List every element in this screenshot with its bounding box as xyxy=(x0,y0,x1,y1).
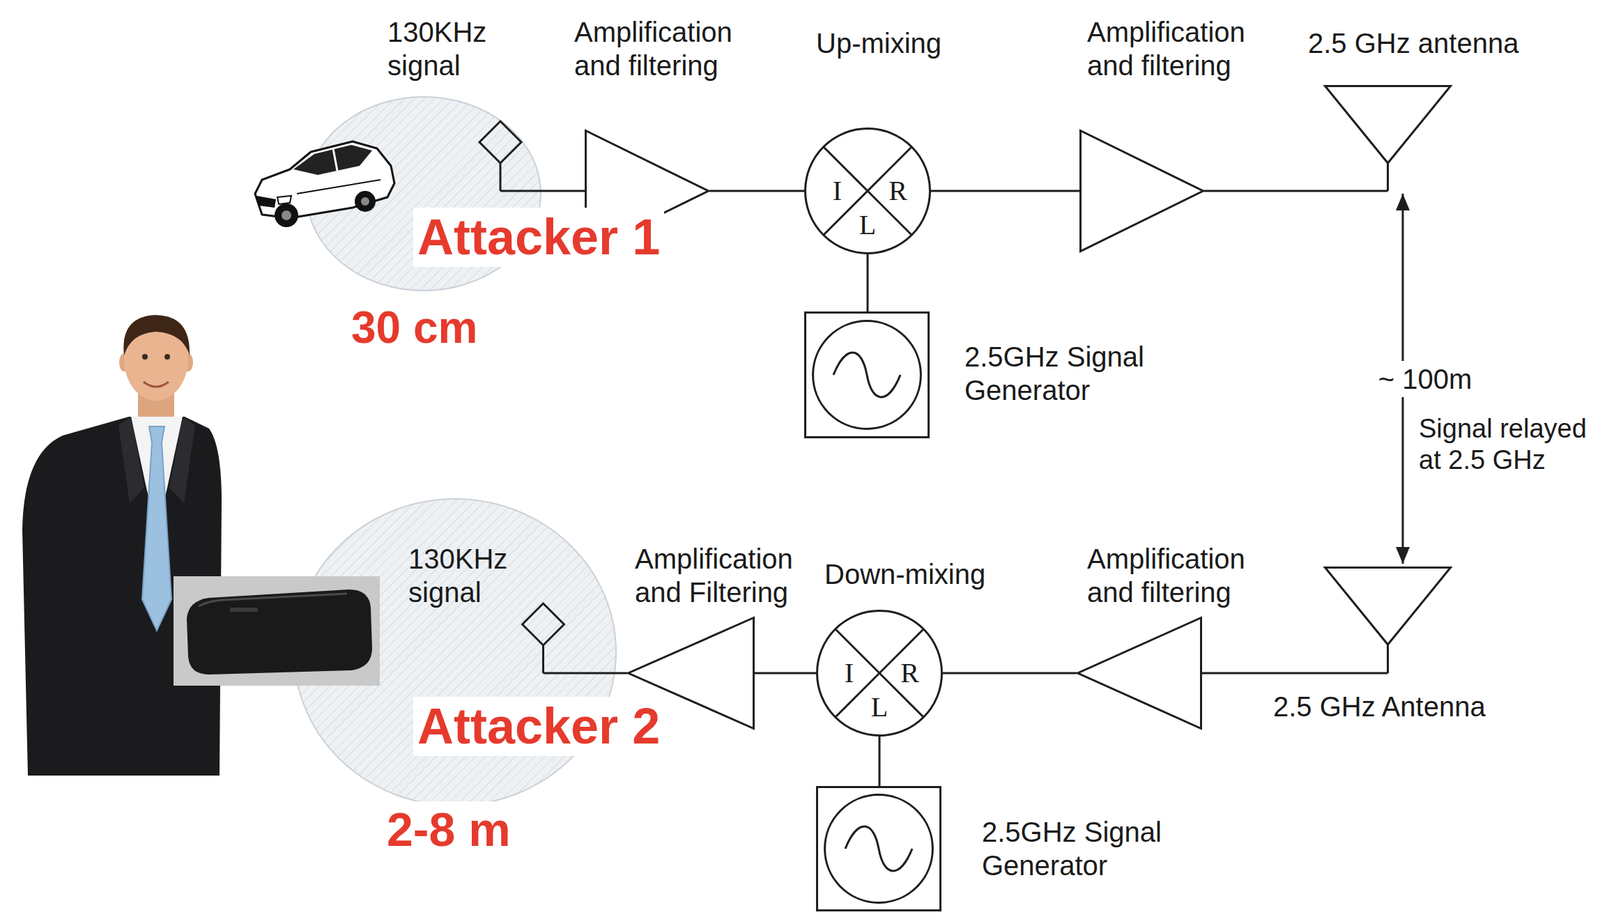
signal-wire xyxy=(1204,190,1325,192)
range-label: 2-8 m xyxy=(382,801,515,858)
shape-outline xyxy=(510,596,577,674)
antenna-feed xyxy=(500,190,532,193)
generator-outline xyxy=(805,312,929,438)
wire-line xyxy=(942,672,1077,675)
amplifier-triangle: Amplification and filtering xyxy=(1079,129,1205,253)
block-label: 130KHz signal xyxy=(387,15,506,83)
block-label: 2.5 GHz Antenna xyxy=(1273,689,1486,724)
mixer-circle: Up-mixingIRL xyxy=(804,127,932,255)
port-letter: L xyxy=(859,209,876,241)
block-label: 2.5GHz Signal Generator xyxy=(964,340,1174,407)
signal-wire xyxy=(576,673,628,674)
port-letter: R xyxy=(900,657,920,689)
mixer-circle: Down-mixingIRL xyxy=(816,609,943,737)
person-illustration xyxy=(22,314,222,776)
block-label: 130KHz signal xyxy=(408,542,527,610)
shape-outline xyxy=(468,114,532,191)
wire-line xyxy=(1204,190,1325,193)
attacker-label: Attacker 1 xyxy=(413,207,665,267)
block-label: 2.5 GHz antenna xyxy=(1308,26,1519,60)
generator-circle xyxy=(825,795,934,904)
antenna-stem xyxy=(542,645,545,674)
signal-wire xyxy=(942,673,1077,674)
block-label: Amplification and filtering xyxy=(574,15,756,83)
attacker-label: Attacker 2 xyxy=(413,696,665,757)
mixer-outline xyxy=(805,128,931,254)
shape-outline xyxy=(1324,85,1452,191)
antenna-triangle: 2.5 GHz antenna xyxy=(1324,85,1452,191)
signal-wire xyxy=(867,254,869,312)
antenna-outline xyxy=(1325,86,1451,164)
block-label: Down-mixing xyxy=(824,557,986,591)
antenna-feed xyxy=(1324,190,1389,193)
antenna-stem xyxy=(1386,163,1389,191)
wire-line xyxy=(866,254,869,312)
relay-note: Signal relayed at 2.5 GHz xyxy=(1414,413,1600,476)
wire-line xyxy=(709,190,805,193)
wire-line xyxy=(878,736,881,787)
signal-wire xyxy=(531,190,585,192)
wire-line xyxy=(931,190,1080,193)
wire-line xyxy=(754,672,817,675)
port-letter: I xyxy=(832,175,842,207)
amplifier-outline xyxy=(1078,618,1202,729)
shape-outline xyxy=(1076,616,1203,730)
loop-antenna: 130KHz signal xyxy=(510,596,577,674)
distance-label: ~ 100m xyxy=(1374,360,1477,398)
block-label: 2.5GHz Signal Generator xyxy=(981,815,1191,883)
signal-wire xyxy=(709,190,805,192)
shape-outline xyxy=(816,786,942,912)
shape-outline xyxy=(1079,129,1205,253)
generator-outline xyxy=(817,787,941,911)
port-letter: L xyxy=(871,691,888,723)
amplifier-triangle: Amplification and filtering xyxy=(1076,616,1203,730)
antenna-feed xyxy=(543,672,578,675)
loop-outline xyxy=(522,603,565,646)
range-label: 30 cm xyxy=(347,301,482,355)
sine-symbol xyxy=(833,352,901,398)
signal-generator-box: 2.5GHz Signal Generator xyxy=(816,786,942,912)
generator-circle xyxy=(813,321,922,430)
sine-symbol xyxy=(845,826,913,872)
signal-wire xyxy=(879,736,881,787)
arrow-head xyxy=(1395,547,1410,564)
loop-outline xyxy=(479,121,522,164)
block-label: Amplification and filtering xyxy=(1087,15,1269,83)
port-letter: R xyxy=(888,175,908,207)
antenna-outline xyxy=(1325,567,1451,646)
block-label: Up-mixing xyxy=(816,26,942,60)
shape-outline xyxy=(804,311,930,439)
antenna-stem xyxy=(499,163,502,191)
arrow-head xyxy=(1395,193,1410,211)
antenna-triangle: 2.5 GHz Antenna xyxy=(1324,566,1452,674)
block-label: Amplification and Filtering xyxy=(634,542,817,610)
shape-outline xyxy=(1324,566,1452,674)
signal-wire xyxy=(754,673,817,674)
wire-line xyxy=(576,672,628,675)
car-illustration xyxy=(255,141,395,228)
antenna-feed xyxy=(1324,672,1389,675)
amplifier-outline xyxy=(1080,131,1204,252)
signal-wire xyxy=(1202,673,1325,674)
port-letter: I xyxy=(844,657,854,689)
wire-line xyxy=(1202,672,1325,675)
signal-wire xyxy=(931,190,1080,192)
signal-generator-box: 2.5GHz Signal Generator xyxy=(804,311,930,439)
wire-line xyxy=(531,190,585,193)
loop-antenna: 130KHz signal xyxy=(468,114,532,191)
mixer-outline xyxy=(817,611,943,736)
antenna-stem xyxy=(1386,644,1389,674)
key-fob-photo xyxy=(173,576,380,686)
block-label: Amplification and filtering xyxy=(1087,542,1269,610)
